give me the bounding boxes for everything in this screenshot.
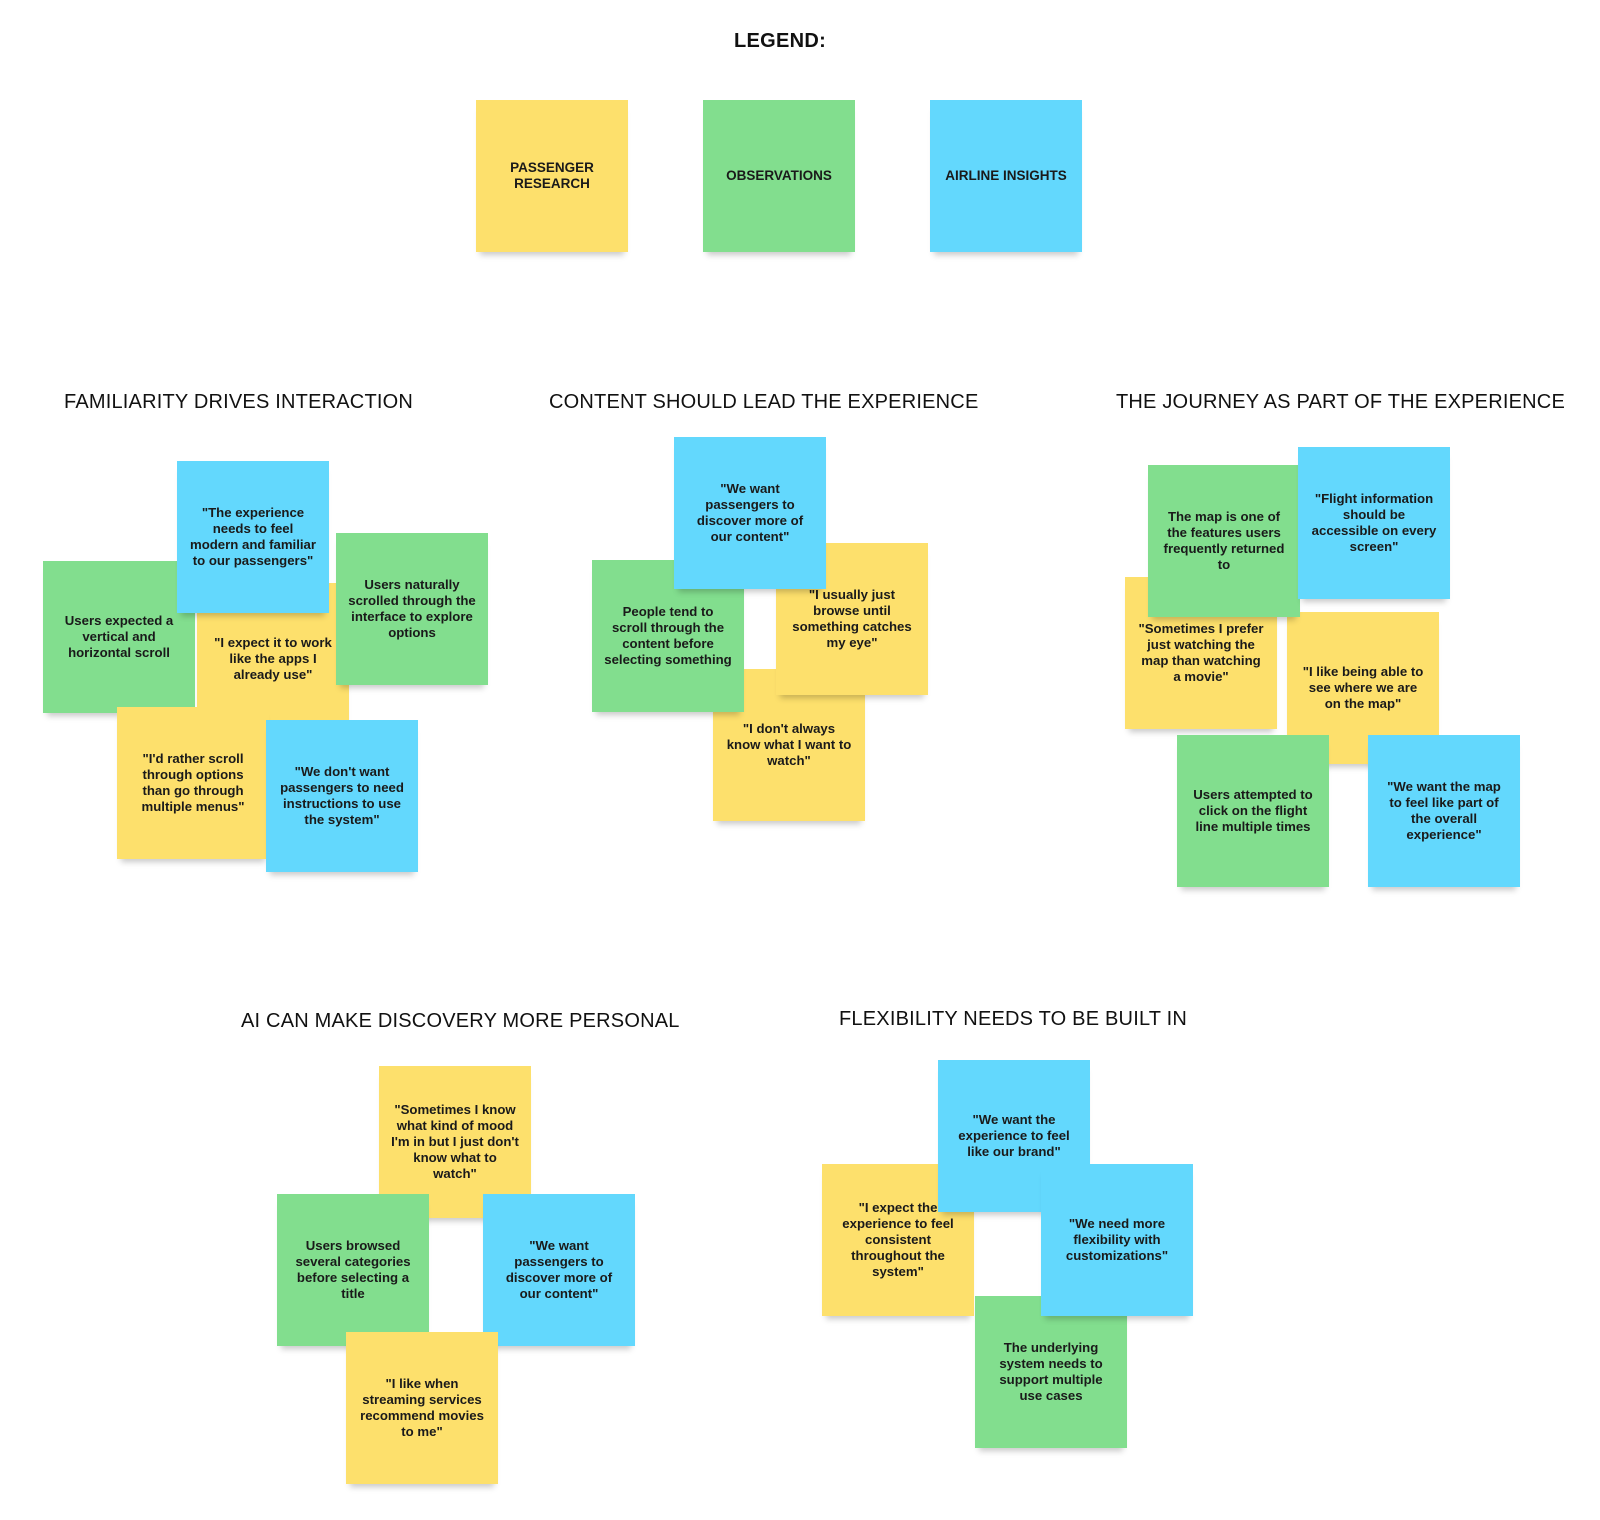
group-title-flexibility: FLEXIBILITY NEEDS TO BE BUILT IN [839, 1008, 1188, 1030]
sticky-note-observation[interactable]: The map is one of the features users fre… [1148, 465, 1300, 617]
sticky-note-passenger[interactable]: "I'd rather scroll through options than … [117, 707, 269, 859]
legend-passenger-research-note[interactable]: PASSENGER RESEARCH [476, 100, 628, 252]
legend-title: LEGEND: [733, 30, 827, 52]
legend-observations-note[interactable]: OBSERVATIONS [703, 100, 855, 252]
sticky-note-airline[interactable]: "Flight information should be accessible… [1298, 447, 1450, 599]
legend-label: PASSENGER RESEARCH [510, 160, 594, 191]
note-text: Users attempted to click on the flight l… [1193, 787, 1313, 834]
note-text: "I expect the experience to feel consist… [842, 1200, 954, 1279]
note-text: "I usually just browse until something c… [792, 587, 912, 650]
note-text: People tend to scroll through the conten… [604, 604, 732, 667]
legend-label: OBSERVATIONS [726, 168, 832, 183]
legend-label: AIRLINE INSIGHTS [945, 168, 1067, 183]
sticky-note-passenger[interactable]: "I usually just browse until something c… [776, 543, 928, 695]
note-text: "I don't always know what I want to watc… [726, 721, 852, 768]
sticky-note-airline[interactable]: "We don't want passengers to need instru… [266, 720, 418, 872]
group-title-journey: THE JOURNEY AS PART OF THE EXPERIENCE [1116, 391, 1565, 413]
note-text: The underlying system needs to support m… [999, 1340, 1103, 1403]
note-text: "We want passengers to discover more of … [505, 1238, 613, 1301]
sticky-note-passenger[interactable]: "I expect the experience to feel consist… [822, 1164, 974, 1316]
group-title-content: CONTENT SHOULD LEAD THE EXPERIENCE [549, 391, 979, 413]
note-text: "I like when streaming services recommen… [360, 1376, 484, 1439]
note-text: "We want the experience to feel like our… [958, 1112, 1070, 1159]
sticky-note-airline[interactable]: "We want passengers to discover more of … [674, 437, 826, 589]
note-text: "Sometimes I prefer just watching the ma… [1138, 621, 1264, 684]
sticky-note-passenger[interactable]: "I like when streaming services recommen… [346, 1332, 498, 1484]
group-title-familiarity: FAMILIARITY DRIVES INTERACTION [64, 391, 414, 413]
note-text: "I expect it to work like the apps I alr… [214, 635, 332, 682]
note-text: Users browsed several categories before … [295, 1238, 411, 1301]
group-title-ai: AI CAN MAKE DISCOVERY MORE PERSONAL [241, 1010, 680, 1032]
sticky-note-passenger[interactable]: "Sometimes I know what kind of mood I'm … [379, 1066, 531, 1218]
sticky-note-airline[interactable]: "We want passengers to discover more of … [483, 1194, 635, 1346]
note-text: "The experience needs to feel modern and… [189, 505, 317, 568]
note-text: The map is one of the features users fre… [1163, 509, 1285, 572]
sticky-note-observation[interactable]: Users browsed several categories before … [277, 1194, 429, 1346]
note-text: "I like being able to see where we are o… [1302, 664, 1424, 711]
note-text: "I'd rather scroll through options than … [141, 751, 245, 814]
note-text: Users expected a vertical and horizontal… [64, 613, 174, 660]
legend-airline-insights-note[interactable]: AIRLINE INSIGHTS [930, 100, 1082, 252]
sticky-note-observation[interactable]: Users attempted to click on the flight l… [1177, 735, 1329, 887]
sticky-note-observation[interactable]: The underlying system needs to support m… [975, 1296, 1127, 1448]
sticky-note-observation[interactable]: Users naturally scrolled through the int… [336, 533, 488, 685]
note-text: "We want the map to feel like part of th… [1387, 779, 1501, 842]
note-text: "We need more flexibility with customiza… [1065, 1216, 1169, 1263]
note-text: Users naturally scrolled through the int… [348, 577, 476, 640]
note-text: "Flight information should be accessible… [1311, 491, 1437, 554]
sticky-note-airline[interactable]: "We want the map to feel like part of th… [1368, 735, 1520, 887]
note-text: "We want passengers to discover more of … [696, 481, 804, 544]
sticky-note-airline[interactable]: "The experience needs to feel modern and… [177, 461, 329, 613]
sticky-note-airline[interactable]: "We need more flexibility with customiza… [1041, 1164, 1193, 1316]
note-text: "We don't want passengers to need instru… [280, 764, 404, 827]
sticky-note-observation[interactable]: Users expected a vertical and horizontal… [43, 561, 195, 713]
note-text: "Sometimes I know what kind of mood I'm … [391, 1102, 519, 1181]
